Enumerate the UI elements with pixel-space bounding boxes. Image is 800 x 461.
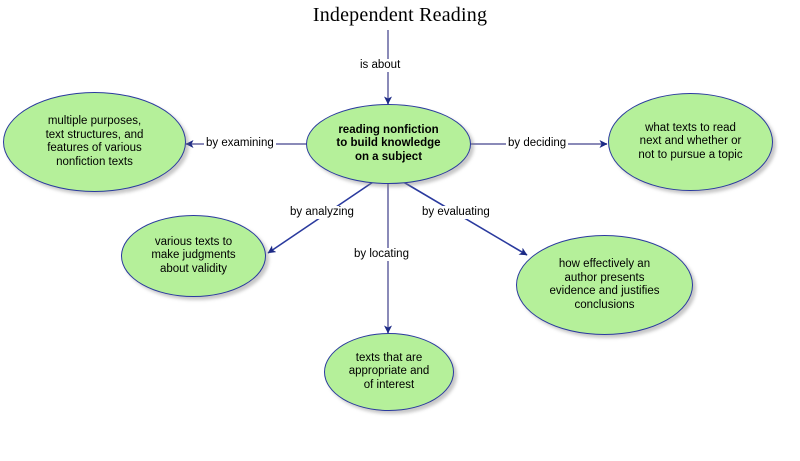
node-lower-left-label: various texts to make judgments about va… [151, 235, 236, 275]
node-central[interactable]: reading nonfiction to build knowledge on… [306, 104, 471, 184]
node-lower-right-label: how effectively an author presents evide… [549, 258, 660, 311]
edge-label-by-analyzing: by analyzing [288, 206, 356, 219]
node-right[interactable]: what texts to read next and whether or n… [608, 93, 773, 191]
node-bottom[interactable]: texts that are appropriate and of intere… [324, 333, 454, 411]
node-left-label: multiple purposes, text structures, and … [45, 115, 144, 168]
page-title: Independent Reading [312, 4, 488, 26]
edge-label-by-examining: by examining [204, 137, 276, 150]
node-central-label: reading nonfiction to build knowledge on… [336, 123, 441, 163]
edge-label-is-about: is about [358, 59, 403, 72]
node-right-label: what texts to read next and whether or n… [638, 121, 743, 161]
edge-label-by-evaluating: by evaluating [420, 206, 492, 219]
node-bottom-label: texts that are appropriate and of intere… [348, 351, 430, 391]
node-lower-left[interactable]: various texts to make judgments about va… [121, 215, 266, 297]
node-left[interactable]: multiple purposes, text structures, and … [3, 92, 186, 192]
node-lower-right[interactable]: how effectively an author presents evide… [516, 235, 693, 335]
edge-label-by-deciding: by deciding [506, 137, 569, 150]
edge-label-by-locating: by locating [352, 248, 411, 261]
